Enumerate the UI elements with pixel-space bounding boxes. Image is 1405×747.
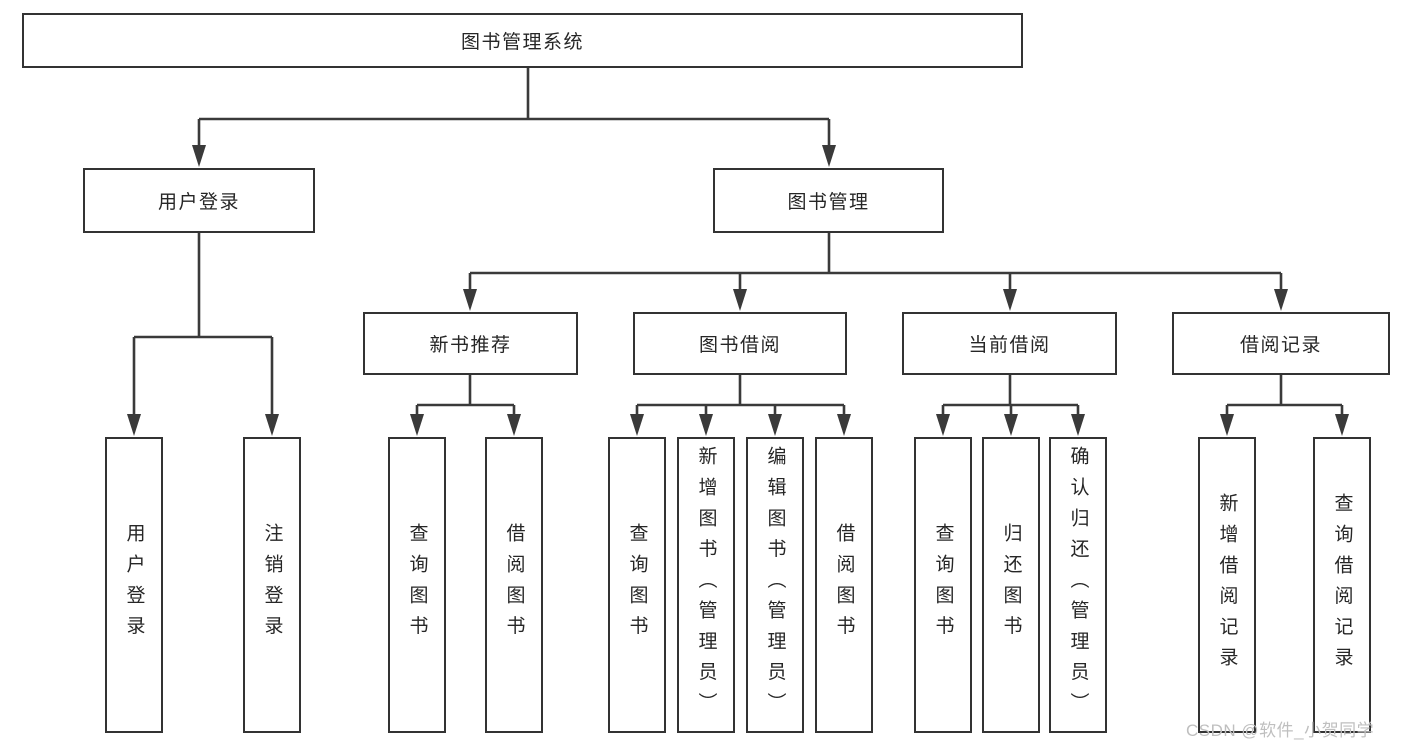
node-borrow-records-label: 借阅记录 xyxy=(1239,335,1322,356)
node-root: 图书管理系统 xyxy=(22,13,1023,68)
node-book-borrow-label: 图书借阅 xyxy=(698,335,781,356)
edge-bookmgmt-to-level3 xyxy=(468,233,1283,293)
arrowhead xyxy=(127,414,141,436)
node-book-management-label: 图书管理 xyxy=(787,192,870,213)
node-new-book-recommend-label: 新书推荐 xyxy=(429,335,512,356)
arrowhead xyxy=(936,414,950,436)
leaf-user-login: 用户登录 xyxy=(105,437,163,733)
leaf-add-book-admin-label: 新增图书（管理员） xyxy=(695,446,717,724)
leaf-borrow-books-label: 借阅图书 xyxy=(833,523,855,647)
node-user-login-label: 用户登录 xyxy=(157,192,240,213)
leaf-query-books-recommend-label: 查询图书 xyxy=(406,523,428,647)
node-book-management: 图书管理 xyxy=(713,168,944,233)
leaf-query-books-recommend: 查询图书 xyxy=(388,437,446,733)
node-current-borrow: 当前借阅 xyxy=(902,312,1117,375)
leaf-logout-label: 注销登录 xyxy=(261,523,283,647)
leaf-confirm-return-admin-label: 确认归还（管理员） xyxy=(1067,446,1089,724)
leaf-add-book-admin: 新增图书（管理员） xyxy=(677,437,735,733)
arrowhead xyxy=(699,414,713,436)
edge-borrowrecords-to-leaves xyxy=(1225,375,1344,418)
edge-currentborrow-to-leaves xyxy=(941,375,1080,418)
leaf-query-borrow-record-label: 查询借阅记录 xyxy=(1331,492,1353,678)
node-borrow-records: 借阅记录 xyxy=(1172,312,1390,375)
leaf-query-borrow-record: 查询借阅记录 xyxy=(1313,437,1371,733)
node-user-login: 用户登录 xyxy=(83,168,315,233)
arrowhead xyxy=(1004,414,1018,436)
edge-bookborrow-to-leaves xyxy=(635,375,846,418)
arrowhead xyxy=(768,414,782,436)
arrowhead xyxy=(837,414,851,436)
arrowhead xyxy=(822,145,836,167)
leaf-add-borrow-record: 新增借阅记录 xyxy=(1198,437,1256,733)
leaf-borrow-books-recommend: 借阅图书 xyxy=(485,437,543,733)
leaf-confirm-return-admin: 确认归还（管理员） xyxy=(1049,437,1107,733)
leaf-query-books-current-label: 查询图书 xyxy=(932,523,954,647)
leaf-return-book: 归还图书 xyxy=(982,437,1040,733)
arrowhead xyxy=(630,414,644,436)
arrowhead xyxy=(1274,289,1288,311)
leaf-query-books-borrow: 查询图书 xyxy=(608,437,666,733)
leaf-return-book-label: 归还图书 xyxy=(1000,523,1022,647)
arrowhead xyxy=(1071,414,1085,436)
leaf-add-borrow-record-label: 新增借阅记录 xyxy=(1216,492,1238,678)
arrowhead xyxy=(507,414,521,436)
arrowhead xyxy=(192,145,206,167)
leaf-borrow-books-recommend-label: 借阅图书 xyxy=(503,523,525,647)
arrowhead xyxy=(463,289,477,311)
edge-userlogin-to-leaves xyxy=(132,233,274,418)
arrowhead xyxy=(1335,414,1349,436)
csdn-watermark: CSDN @软件_小贺同学 xyxy=(1186,721,1375,740)
arrowhead xyxy=(410,414,424,436)
node-new-book-recommend: 新书推荐 xyxy=(363,312,578,375)
leaf-borrow-books: 借阅图书 xyxy=(815,437,873,733)
leaf-user-login-label: 用户登录 xyxy=(123,523,145,647)
leaf-edit-book-admin-label: 编辑图书（管理员） xyxy=(764,446,786,724)
leaf-logout: 注销登录 xyxy=(243,437,301,733)
leaf-query-books-borrow-label: 查询图书 xyxy=(626,523,648,647)
arrowhead xyxy=(1003,289,1017,311)
edge-newbook-to-leaves xyxy=(415,375,516,418)
node-book-borrow: 图书借阅 xyxy=(633,312,847,375)
node-current-borrow-label: 当前借阅 xyxy=(968,335,1051,356)
leaf-query-books-current: 查询图书 xyxy=(914,437,972,733)
edge-root-to-level2 xyxy=(197,68,831,150)
arrowhead xyxy=(265,414,279,436)
arrowhead xyxy=(733,289,747,311)
node-root-label: 图书管理系统 xyxy=(460,32,584,53)
leaf-edit-book-admin: 编辑图书（管理员） xyxy=(746,437,804,733)
arrowhead xyxy=(1220,414,1234,436)
